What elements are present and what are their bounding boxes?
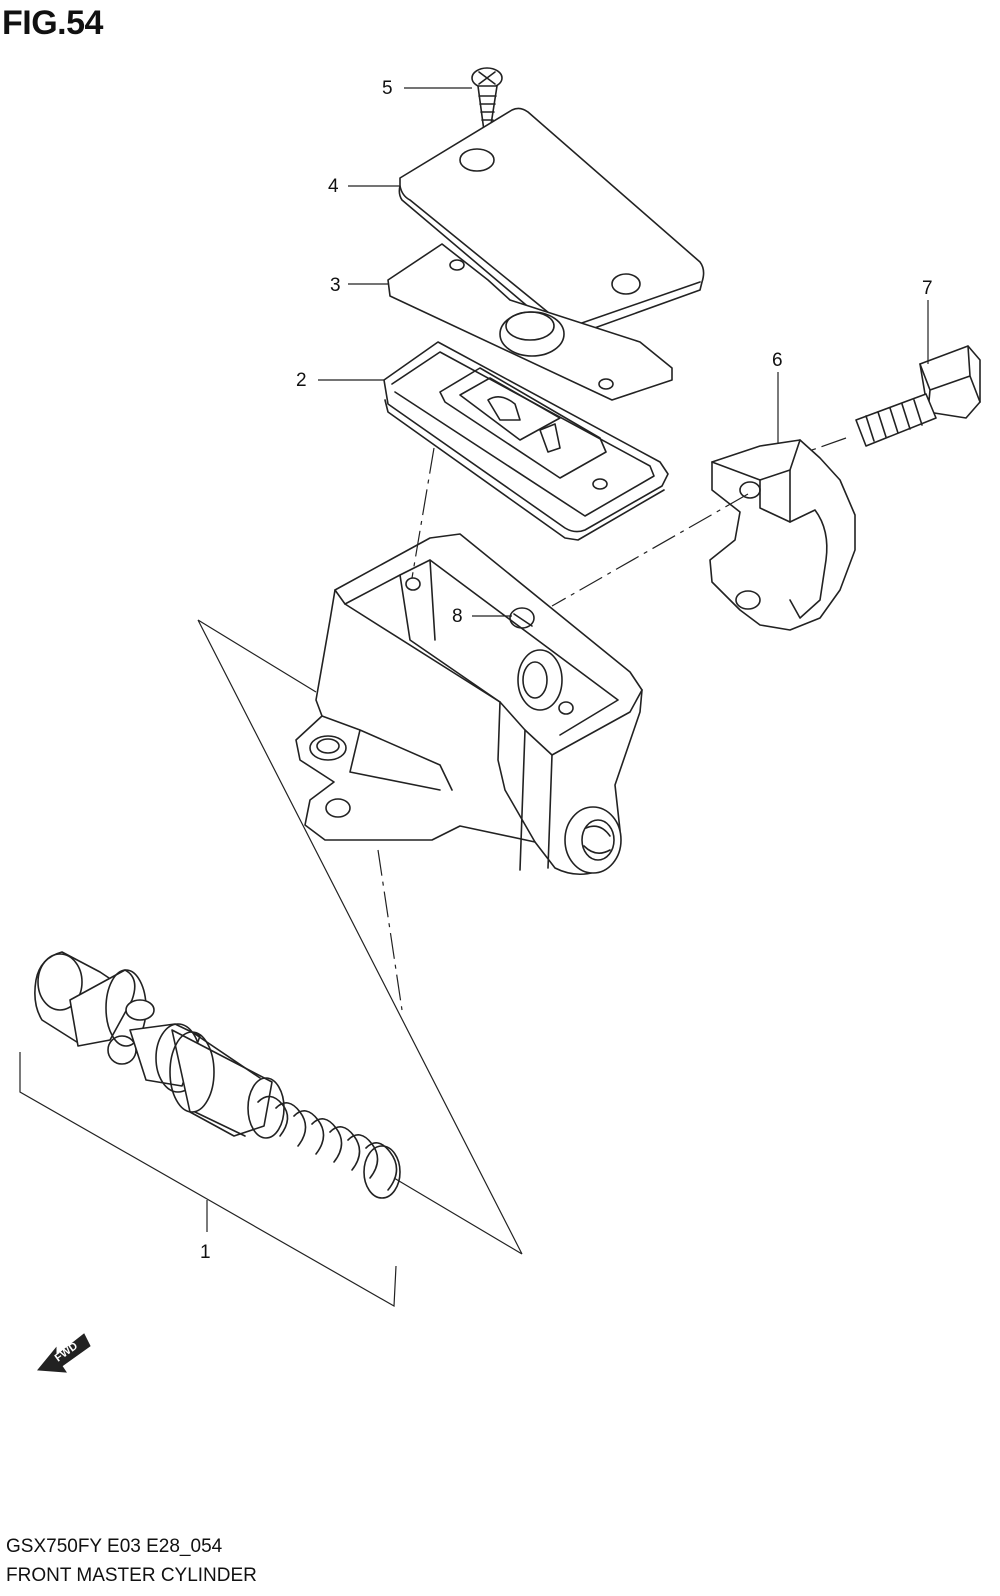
callout-8: 8: [452, 606, 463, 627]
model-code: GSX750FY E03 E28_054: [6, 1536, 223, 1557]
callout-4: 4: [328, 176, 339, 197]
part-5-screw[interactable]: [471, 67, 503, 132]
callout-6: 6: [772, 350, 783, 371]
part-7-bolt[interactable]: [855, 345, 981, 447]
callout-2: 2: [296, 370, 307, 391]
part-1-piston-assembly[interactable]: [34, 951, 401, 1199]
assembly-name: FRONT MASTER CYLINDER: [6, 1565, 257, 1586]
figure-title: FIG.54: [2, 4, 103, 42]
callout-7: 7: [922, 278, 933, 299]
callout-1: 1: [200, 1242, 211, 1263]
part-6-holder-clamp[interactable]: [709, 439, 856, 631]
callout-3: 3: [330, 275, 341, 296]
part-3-diaphragm-plate[interactable]: [387, 243, 673, 401]
forward-arrow-icon: FWD: [37, 1333, 91, 1373]
part-2-diaphragm[interactable]: [383, 341, 669, 541]
master-cylinder-body[interactable]: [295, 533, 643, 876]
callout-5: 5: [382, 78, 393, 99]
